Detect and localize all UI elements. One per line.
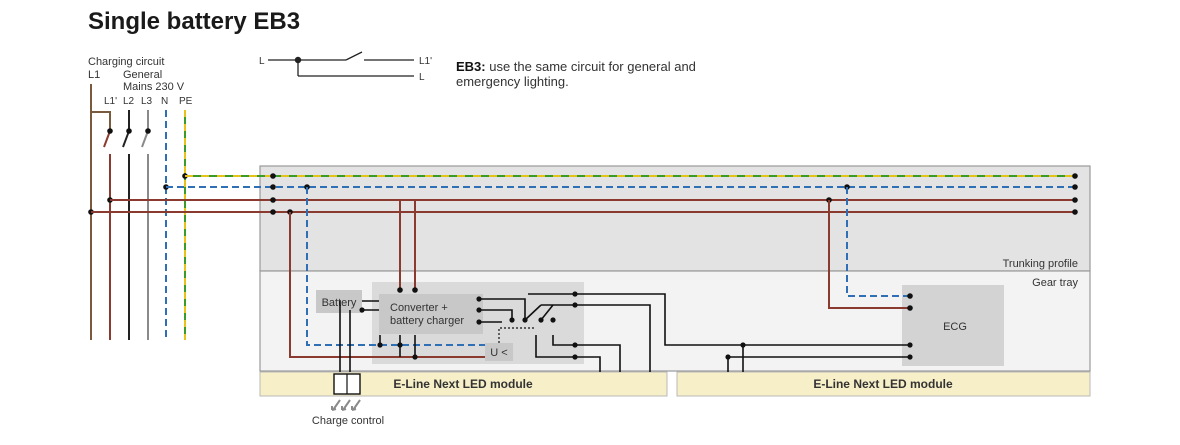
drop-nodes	[397, 287, 913, 311]
eb3-note-bold: EB3:	[456, 59, 486, 74]
battery-box	[316, 290, 362, 313]
led-module-2	[676, 371, 1091, 397]
switch-symbol	[268, 51, 414, 77]
line-label-l1p: L1'	[104, 96, 117, 107]
led-module-1	[259, 371, 668, 397]
charge-control-label: Charge control	[312, 415, 384, 427]
trunking-profile-label: Trunking profile	[1003, 258, 1078, 270]
converter-label-line2: battery charger	[390, 315, 464, 327]
general-label: General	[123, 69, 162, 81]
page-title: Single battery EB3	[88, 8, 301, 35]
internal-wires	[339, 293, 910, 372]
converter-box	[379, 294, 483, 334]
switch-in-label: L	[259, 56, 265, 67]
charging-circuit-label: Charging circuit	[88, 56, 164, 68]
line-label-n: N	[161, 96, 168, 107]
ecg-label: ECG	[943, 321, 967, 333]
mains-label: Mains 230 V	[123, 81, 185, 93]
ecg-box	[902, 285, 1004, 366]
eb3-note: EB3: use the same circuit for general an…	[456, 59, 756, 89]
drop-wires	[289, 187, 910, 358]
charging-line-label: L1	[88, 69, 100, 81]
internal-nodes	[359, 291, 913, 360]
switch-out1-label: L1'	[419, 56, 432, 67]
line-label-l3: L3	[141, 96, 153, 107]
led-module-2-label: E-Line Next LED module	[813, 377, 953, 391]
converter-label-line1: Converter +	[390, 302, 448, 314]
internal-dotted	[498, 327, 536, 343]
charge-control-icon	[331, 373, 361, 411]
trunking-profile-area	[259, 165, 1091, 272]
supply-nodes	[88, 128, 188, 215]
undervoltage-box	[485, 343, 513, 361]
led-module-1-label: E-Line Next LED module	[393, 377, 533, 391]
gear-tray-label: Gear tray	[1032, 277, 1078, 289]
switch-out2-label: L	[419, 72, 425, 83]
eb3-note-text: use the same circuit for general and eme…	[456, 59, 696, 89]
line-label-pe: PE	[179, 96, 193, 107]
undervoltage-label: U <	[490, 347, 507, 359]
bus-terminals	[270, 173, 1078, 215]
line-label-l2: L2	[123, 96, 135, 107]
